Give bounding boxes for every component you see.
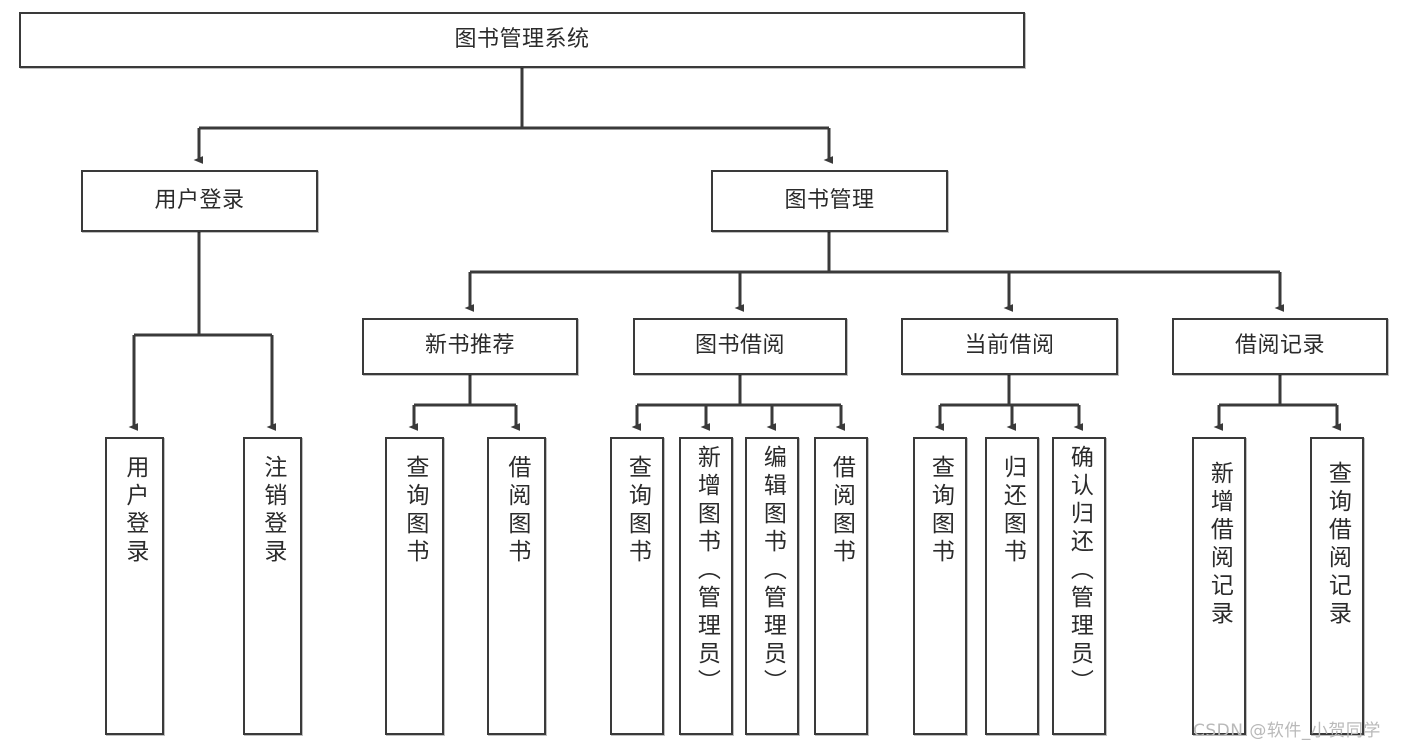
node-leaf-query-book-rec[interactable]: 查询图书 [385, 437, 444, 735]
node-borrow-record-label: 借阅记录 [1234, 333, 1325, 359]
node-leaf-add-borrow-record[interactable]: 新增借阅记录 [1192, 437, 1246, 735]
node-leaf-query-book-rec-label: 查询图书 [401, 455, 428, 567]
node-borrow-record[interactable]: 借阅记录 [1172, 318, 1388, 375]
node-book-management-label: 图书管理 [784, 187, 875, 213]
node-leaf-query-book-borrow[interactable]: 查询图书 [610, 437, 664, 735]
node-leaf-logout-label: 注销登录 [259, 455, 286, 567]
node-leaf-return-book-label: 归还图书 [999, 455, 1026, 567]
node-current-borrow-label: 当前借阅 [964, 333, 1055, 359]
node-user-login[interactable]: 用户登录 [81, 170, 318, 232]
node-leaf-add-book-admin[interactable]: 新增图书（管理员） [679, 437, 733, 735]
node-leaf-query-borrow-record[interactable]: 查询借阅记录 [1310, 437, 1364, 735]
node-leaf-query-book-current[interactable]: 查询图书 [913, 437, 967, 735]
node-leaf-add-book-admin-label: 新增图书（管理员） [693, 445, 720, 697]
node-leaf-user-login-label: 用户登录 [121, 455, 148, 567]
node-new-book-recommend[interactable]: 新书推荐 [362, 318, 578, 375]
node-leaf-confirm-return-admin-label: 确认归还（管理员） [1066, 445, 1093, 697]
node-leaf-edit-book-admin[interactable]: 编辑图书（管理员） [745, 437, 799, 735]
node-new-book-recommend-label: 新书推荐 [424, 333, 515, 359]
node-book-management[interactable]: 图书管理 [711, 170, 948, 232]
node-leaf-confirm-return-admin[interactable]: 确认归还（管理员） [1052, 437, 1106, 735]
csdn-watermark: CSDN @软件_小贺同学 [1193, 721, 1381, 741]
node-leaf-return-book[interactable]: 归还图书 [985, 437, 1039, 735]
node-leaf-borrow-book-rec[interactable]: 借阅图书 [487, 437, 546, 735]
node-root-label: 图书管理系统 [454, 26, 590, 52]
node-current-borrow[interactable]: 当前借阅 [901, 318, 1118, 375]
node-leaf-add-borrow-record-label: 新增借阅记录 [1206, 461, 1233, 629]
node-leaf-user-login[interactable]: 用户登录 [105, 437, 164, 735]
node-leaf-borrow-book-rec-label: 借阅图书 [503, 455, 530, 567]
node-leaf-borrow-book[interactable]: 借阅图书 [814, 437, 868, 735]
node-book-borrow[interactable]: 图书借阅 [633, 318, 847, 375]
node-leaf-query-book-borrow-label: 查询图书 [624, 455, 651, 567]
node-leaf-query-book-current-label: 查询图书 [927, 455, 954, 567]
node-leaf-borrow-book-label: 借阅图书 [828, 455, 855, 567]
node-leaf-logout[interactable]: 注销登录 [243, 437, 302, 735]
node-root[interactable]: 图书管理系统 [19, 12, 1025, 68]
node-leaf-query-borrow-record-label: 查询借阅记录 [1324, 461, 1351, 629]
node-book-borrow-label: 图书借阅 [694, 333, 785, 359]
node-leaf-edit-book-admin-label: 编辑图书（管理员） [759, 445, 786, 697]
node-user-login-label: 用户登录 [154, 187, 245, 213]
